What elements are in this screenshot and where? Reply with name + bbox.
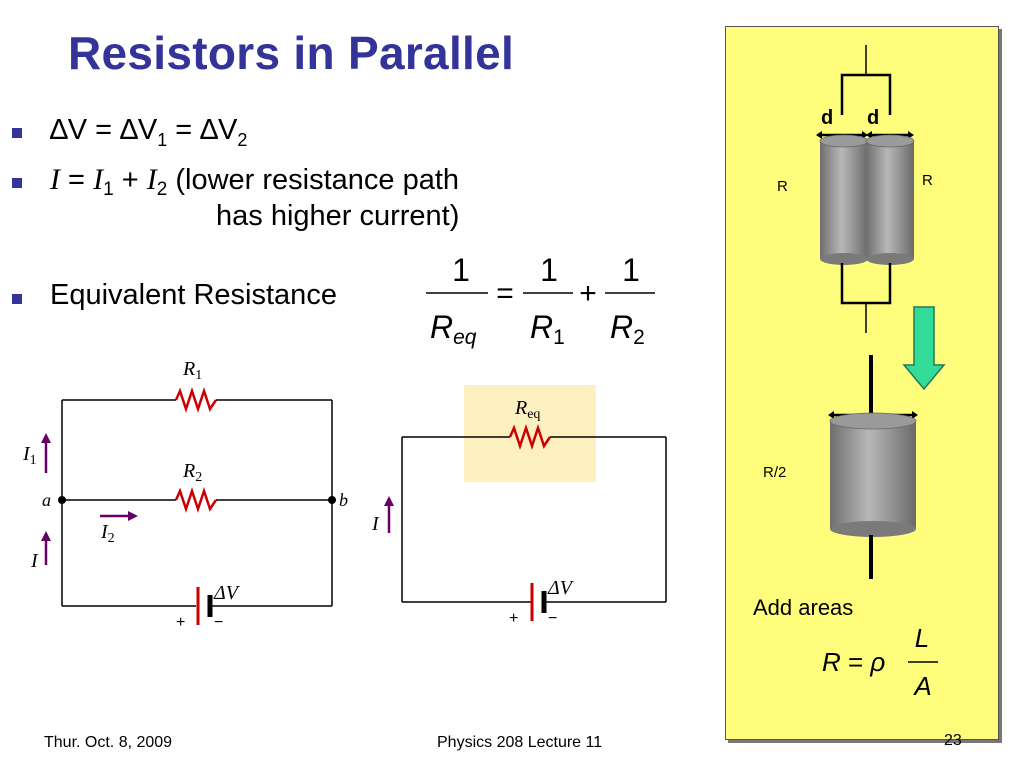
eq-lhs-numerator: 1 [452,252,470,288]
eq-r2-R: R [610,309,633,345]
eq-r1-sub: 1 [553,326,565,349]
eq-r2-sub: 2 [633,326,645,349]
formula-A: A [912,671,931,701]
eq-r1-numerator: 1 [540,252,558,288]
current-plus: + [113,164,147,196]
bottom-join-wire [840,263,892,305]
voltage-eq-text: = ∆V [167,114,238,146]
eq-r1-denominator: R1 [530,309,565,349]
label-node-a: a [42,490,51,510]
arrow-I [41,531,51,565]
label-node-b: b [339,490,348,510]
label-battery-plus: + [176,614,185,631]
formula-left: R = ρ [822,647,885,677]
eq-r1-R: R [530,309,553,345]
arrow-I-eq [384,496,394,533]
voltage-sub-2: 2 [237,130,248,150]
formula-L: L [915,623,929,653]
eq-plus: + [579,277,597,310]
label-eq-battery-plus: + [509,610,518,627]
label-Req: Req [514,397,540,422]
cylinder-left [819,134,869,265]
label-add-areas: Add areas [753,595,853,620]
green-down-arrow-icon [902,306,946,391]
footer-page-number: 23 [944,732,962,749]
current-sub-1: 1 [103,179,114,200]
label-d-left: d [821,107,833,129]
label-R2: R2 [182,460,202,485]
bullet-marker [12,128,22,138]
equivalent-resistance-label: Equivalent Resistance [50,279,337,311]
cylinder-illustration: d d R R R/2 Add areas R [753,45,946,701]
resistor-Req [508,424,552,450]
label-I1: I1 [22,443,37,468]
top-split-wire [840,73,892,115]
current-I2: I [146,163,157,196]
arrow-I2 [100,511,138,521]
voltage-sub-1: 1 [157,130,168,150]
label-eq-battery-dV: ΔV [547,577,575,599]
eq-equals: = [496,277,514,310]
label-I2: I2 [100,521,115,546]
footer-course: Physics 208 Lecture 11 [437,734,603,751]
cylinder-single [829,412,917,537]
eq-r2-denominator: R2 [610,309,645,349]
label-battery-minus: − [214,614,223,631]
cylinder-right [865,134,915,265]
label-R-half: R/2 [763,464,786,481]
current-eq: = [60,164,94,196]
node-a [58,496,66,504]
current-sub-2: 2 [156,179,168,200]
eq-lhs-denominator: Req [430,309,477,349]
eq-lhs-sub: eq [453,326,477,349]
slide-title: Resistors in Parallel [68,27,515,79]
label-R-right: R [922,172,933,189]
resistor-R2 [174,487,218,513]
parallel-circuit-diagram: R1 R2 I1 I I2 a b ΔV + − [22,358,348,631]
current-I1: I [93,163,104,196]
equivalent-circuit-diagram: Req I ΔV + − [371,385,667,627]
current-note-line1: (lower resistance path [167,164,460,196]
label-I: I [30,550,39,572]
footer-date: Thur. Oct. 8, 2009 [44,734,173,751]
label-eq-battery-minus: − [548,610,557,627]
eq-r2-numerator: 1 [622,252,640,288]
node-b [328,496,336,504]
eq-lhs-R: R [430,309,453,345]
bullet-marker [12,178,22,188]
bullet-marker [12,294,22,304]
arrow-I1 [41,433,51,473]
current-note-line2: has higher current) [216,200,460,232]
resistor-R1 [174,387,218,413]
label-d-right: d [867,107,879,129]
voltage-text: ∆V = ∆V [50,114,158,146]
current-I: I [50,163,60,196]
equivalent-resistance-equation: 1 Req = 1 R1 + 1 R2 [426,252,655,349]
label-R-left: R [777,178,788,195]
label-R1: R1 [182,358,202,383]
bullet-voltage-equality: ∆V = ∆V1 = ∆V2 [50,114,248,150]
area-illustration-panel: d d R R R/2 Add areas R [725,26,999,740]
equivalent-resistor-highlight [464,385,596,482]
bullet-current-sum: I = I1 + I2 (lower resistance path [50,163,460,200]
label-battery-dV: ΔV [213,582,241,604]
label-I-eq: I [371,513,380,535]
